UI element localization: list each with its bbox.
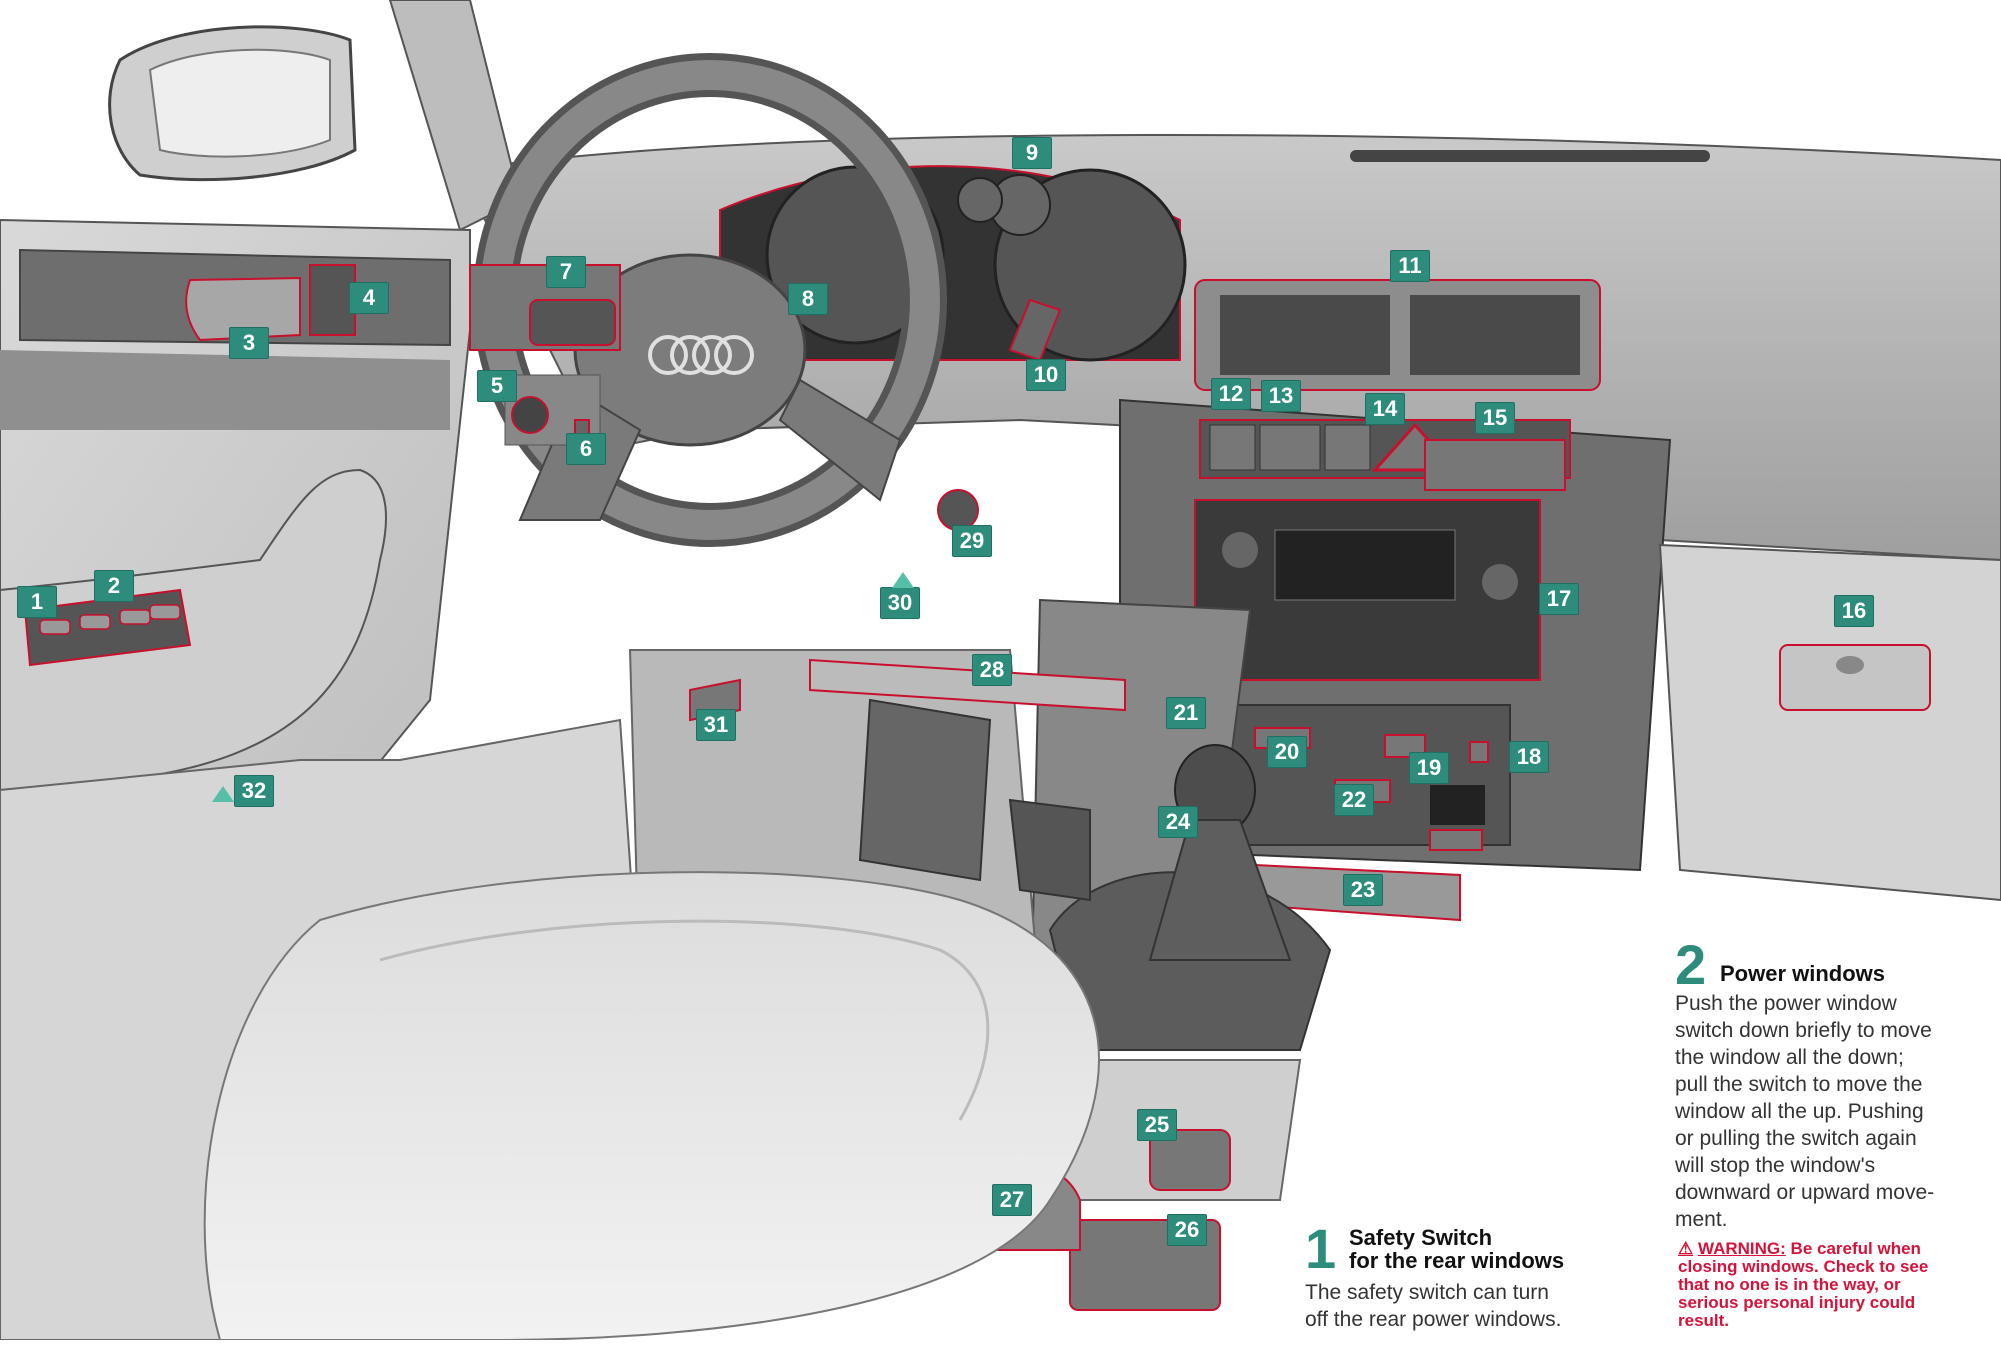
section-number-2: 2	[1675, 933, 1707, 996]
callout-30: 30	[881, 588, 919, 618]
callout-10: 10	[1027, 360, 1065, 390]
warning-label: WARNING:	[1697, 1239, 1786, 1258]
power-windows-text: Push the power window switch down briefl…	[1675, 990, 2001, 1233]
callout-31: 31	[697, 710, 735, 740]
callout-11: 11	[1391, 251, 1429, 281]
power-windows-line: will stop the window's	[1675, 1154, 1876, 1177]
callout-14: 14	[1366, 394, 1404, 424]
callout-18: 18	[1510, 742, 1548, 772]
power-windows-line: or pulling the switch again	[1675, 1127, 1917, 1150]
callout-26: 26	[1168, 1215, 1206, 1245]
callout-6: 6	[567, 434, 605, 464]
warning-line: serious personal injury could	[1678, 1293, 1916, 1312]
callout-2: 2	[95, 571, 133, 601]
callout-27: 27	[993, 1185, 1031, 1215]
warning-line: result.	[1678, 1311, 1730, 1330]
callout-23: 23	[1344, 875, 1382, 905]
callout-12: 12	[1212, 379, 1250, 409]
power-windows-line: ment.	[1675, 1208, 1728, 1231]
warning-first-line: ⚠ WARNING: Be careful when	[1678, 1240, 1998, 1258]
warning-line: closing windows. Check to see	[1678, 1257, 1929, 1276]
callout-1: 1	[18, 587, 56, 617]
safety-switch-title-line1: Safety Switch	[1349, 1225, 1493, 1250]
callout-16: 16	[1835, 596, 1873, 626]
power-windows-line: the window all the down;	[1675, 1046, 1904, 1069]
power-windows-line: Push the power window	[1675, 992, 1897, 1015]
callout-15: 15	[1476, 403, 1514, 433]
callout-32-pointer	[212, 786, 234, 802]
callout-3: 3	[230, 328, 268, 358]
callout-29: 29	[953, 526, 991, 556]
callout-20: 20	[1268, 737, 1306, 767]
safety-switch-text-line2: off the rear power windows.	[1305, 1308, 1562, 1331]
callout-21: 21	[1167, 698, 1205, 728]
warning-text-start: Be careful when	[1790, 1239, 1921, 1258]
callout-32: 32	[235, 776, 273, 806]
safety-switch-title-line2: for the rear windows	[1349, 1248, 1565, 1273]
callout-8: 8	[789, 284, 827, 314]
callout-25: 25	[1138, 1110, 1176, 1140]
safety-switch-section: 1 Safety Switch for the rear windows The…	[1305, 1217, 1645, 1340]
callout-7: 7	[547, 257, 585, 287]
power-windows-line: pull the switch to move the	[1675, 1073, 1923, 1096]
callout-19: 19	[1410, 753, 1448, 783]
callout-22: 22	[1335, 785, 1373, 815]
callout-13: 13	[1262, 381, 1300, 411]
power-windows-line: window all the up. Pushing	[1675, 1100, 1924, 1123]
power-windows-section: 2 Power windows Push the power window sw…	[1675, 933, 2001, 1240]
warning-note: ⚠ WARNING: Be careful when closing windo…	[1678, 1240, 1998, 1330]
callout-5: 5	[478, 371, 516, 401]
warning-line: that no one is in the way, or	[1678, 1275, 1901, 1294]
callout-9: 9	[1013, 138, 1051, 168]
power-windows-line: switch down briefly to move	[1675, 1019, 1932, 1042]
callout-30-pointer	[892, 572, 914, 588]
power-windows-line: downward or upward move-	[1675, 1181, 1935, 1204]
callout-28: 28	[973, 655, 1011, 685]
callout-24: 24	[1159, 807, 1197, 837]
callout-17: 17	[1540, 584, 1578, 614]
warning-symbol: ⚠	[1678, 1239, 1694, 1258]
callout-4: 4	[350, 283, 388, 313]
safety-switch-text-line1: The safety switch can turn	[1305, 1281, 1549, 1304]
power-windows-title: Power windows	[1720, 961, 1886, 986]
section-number-1: 1	[1305, 1217, 1337, 1280]
